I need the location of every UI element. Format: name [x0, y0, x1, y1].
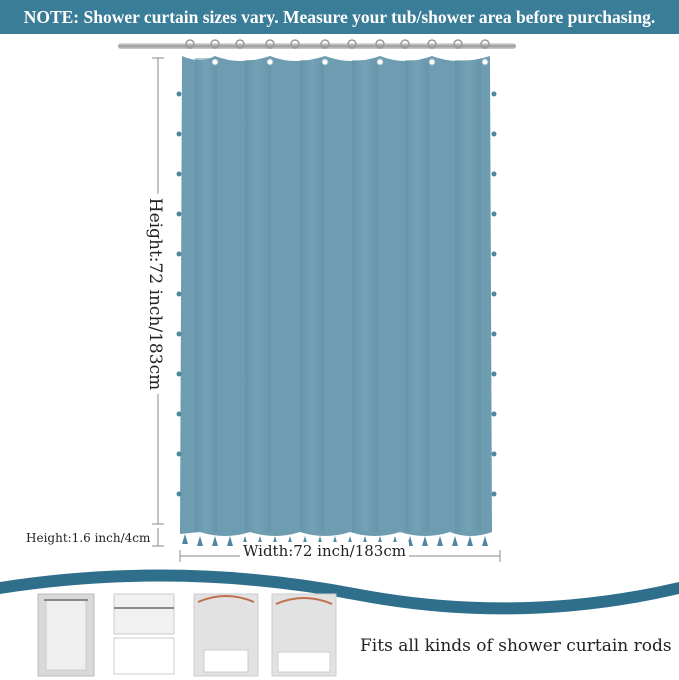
fits-rods-caption: Fits all kinds of shower curtain rods	[360, 636, 672, 656]
side-tassels	[176, 91, 497, 497]
freestanding-rod-icon	[113, 593, 175, 675]
corner-rod-icon	[271, 593, 337, 677]
hooks	[185, 39, 490, 49]
product-stage: Height:72 inch/183cm Height:1.6 inch/4cm…	[0, 34, 679, 677]
curved-rod-icon	[193, 593, 259, 677]
tassel-height-label: Height:1.6 inch/4cm	[26, 531, 151, 545]
width-label: Width:72 inch/183cm	[240, 542, 409, 560]
decorative-wave	[0, 569, 679, 615]
straight-rod-icon	[37, 593, 95, 677]
curtain-illustration	[0, 39, 679, 615]
height-label: Height:72 inch/183cm	[145, 193, 165, 395]
note-banner: NOTE: Shower curtain sizes vary. Measure…	[0, 0, 679, 34]
curtain-fabric	[180, 56, 492, 536]
